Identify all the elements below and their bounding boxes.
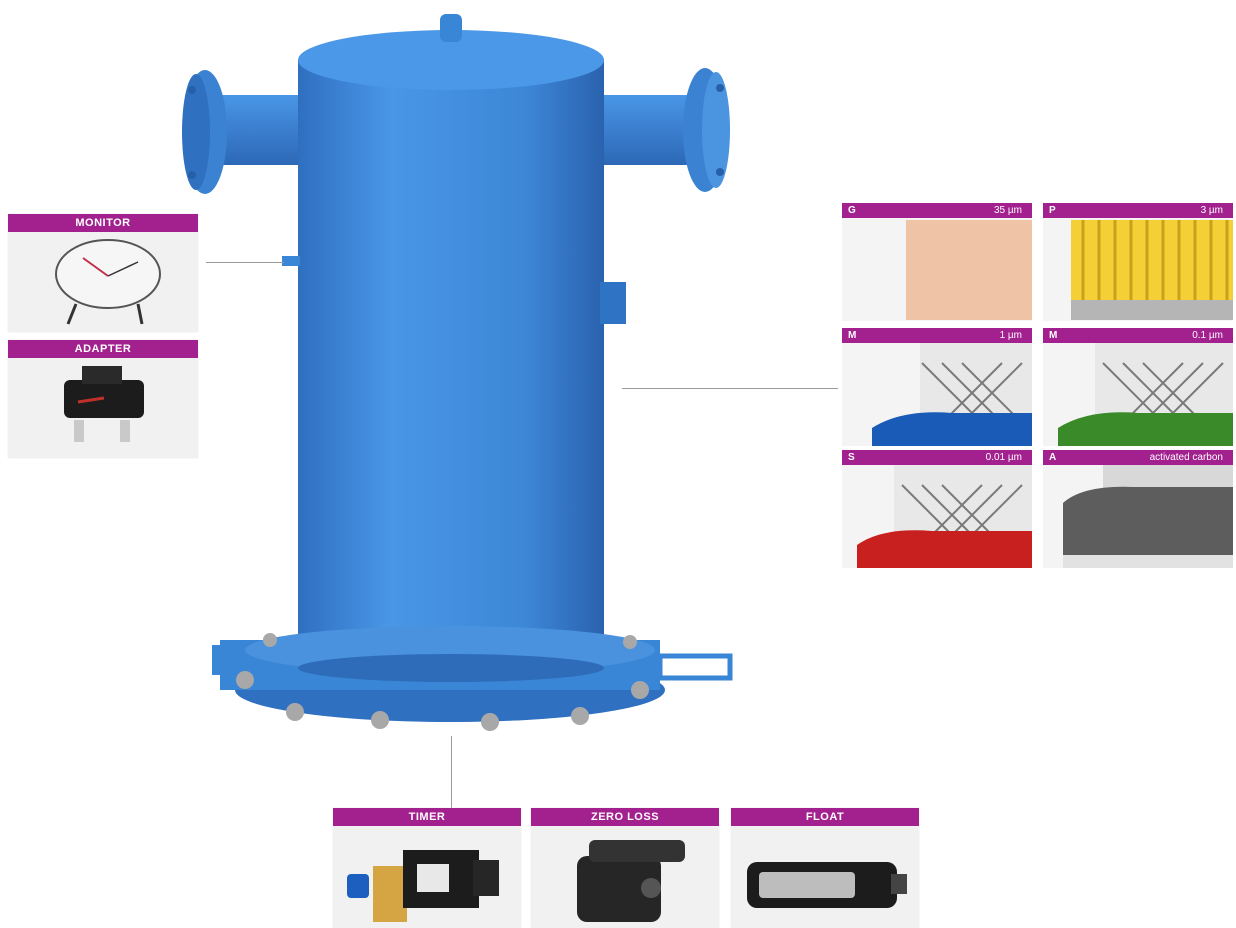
- timer-drain-icon: [347, 850, 499, 922]
- filter-grade-card[interactable]: M 0.1 µm: [1043, 328, 1233, 446]
- filter-grade-rating: 35 µm: [994, 205, 1022, 216]
- filter-element-image: [1058, 343, 1233, 446]
- filter-grade-rating: 1 µm: [999, 330, 1022, 341]
- drain-label: FLOAT: [731, 808, 919, 826]
- filter-grade-rating: 0.01 µm: [985, 452, 1022, 463]
- filter-element-image: [906, 220, 1032, 320]
- filter-grade-letter: M: [848, 330, 857, 341]
- drain-card-timer[interactable]: TIMER: [333, 808, 521, 928]
- adapter-valve-icon: [64, 366, 144, 442]
- filter-element-image: [857, 465, 1032, 568]
- filter-grade-letter: M: [1049, 330, 1058, 341]
- base-flange: [212, 626, 733, 731]
- connector-line-left: [206, 262, 284, 263]
- filter-grade-card[interactable]: S 0.01 µm: [842, 450, 1032, 568]
- filter-grade-letter: G: [848, 205, 856, 216]
- outlet-flange: [600, 68, 730, 192]
- filter-grade-letter: S: [848, 452, 855, 463]
- accessory-label: MONITOR: [8, 214, 198, 232]
- connector-line-right: [622, 388, 838, 389]
- drain-label: TIMER: [333, 808, 521, 826]
- accessory-card-adapter[interactable]: ADAPTER: [8, 340, 198, 458]
- drain-label: ZERO LOSS: [531, 808, 719, 826]
- drain-card-float[interactable]: FLOAT: [731, 808, 919, 928]
- drain-card-zero-loss[interactable]: ZERO LOSS: [531, 808, 719, 928]
- filter-grade-card[interactable]: M 1 µm: [842, 328, 1032, 446]
- filter-grade-card[interactable]: P 3 µm: [1043, 203, 1233, 321]
- filter-element-image: [872, 343, 1032, 446]
- filter-grade-card[interactable]: G 35 µm: [842, 203, 1032, 321]
- inlet-flange: [182, 70, 300, 194]
- filter-grade-rating: 3 µm: [1200, 205, 1223, 216]
- float-drain-icon: [747, 862, 907, 908]
- zero-loss-drain-icon: [577, 840, 685, 922]
- filter-grade-rating: activated carbon: [1149, 452, 1223, 463]
- filter-element-image: [1063, 465, 1233, 568]
- accessory-card-gauge[interactable]: MONITOR: [8, 214, 198, 332]
- connector-line-bottom: [451, 736, 452, 808]
- pressure-gauge-icon: [55, 239, 161, 325]
- filter-grade-letter: A: [1049, 452, 1057, 463]
- filter-grade-letter: P: [1049, 205, 1056, 216]
- filter-element-image: [1071, 220, 1233, 320]
- accessory-label: ADAPTER: [8, 340, 198, 358]
- filter-grade-rating: 0.1 µm: [1192, 330, 1223, 341]
